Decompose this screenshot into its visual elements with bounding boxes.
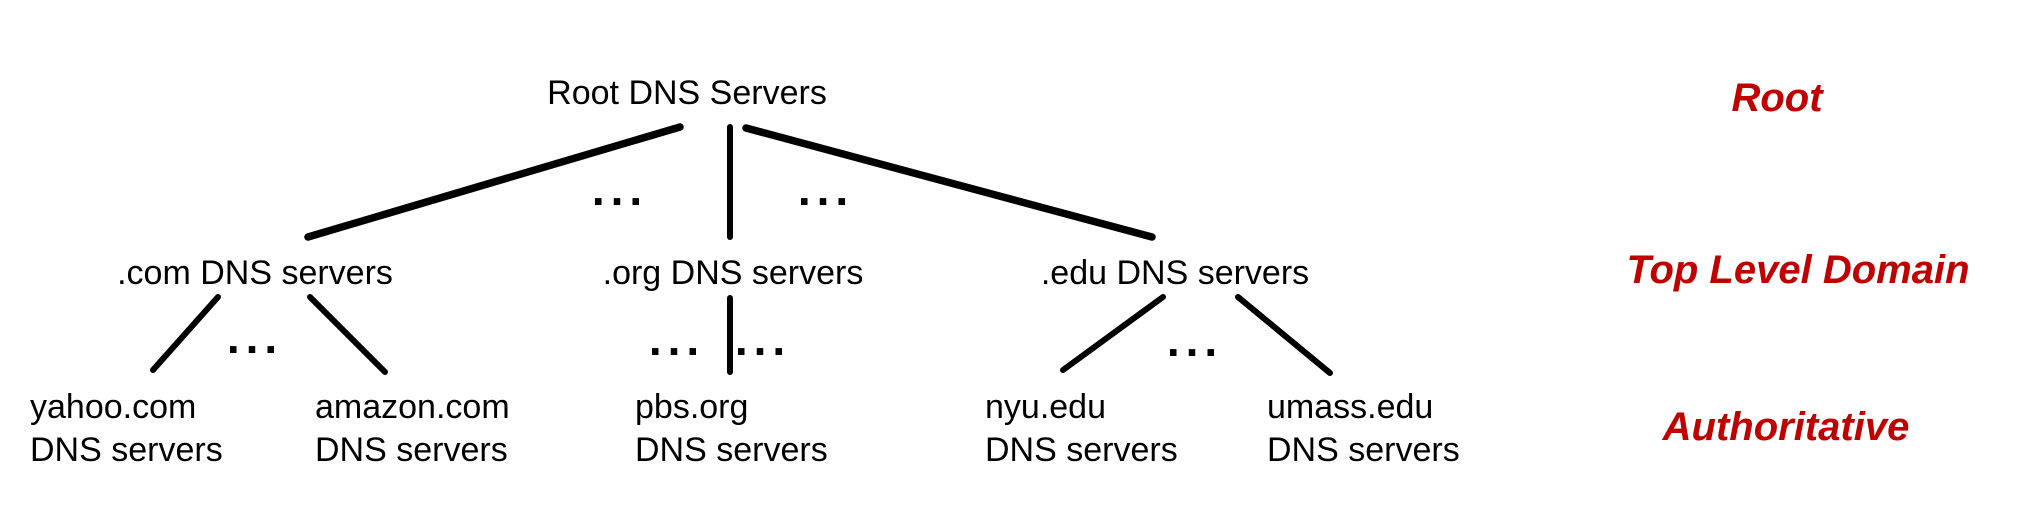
ellipsis-org-children-right: ... [734, 313, 792, 366]
node-tld-com: .com DNS servers [117, 254, 393, 292]
ellipsis-org-children-left: ... [648, 313, 706, 366]
node-auth-yahoo: yahoo.com DNS servers [30, 388, 223, 469]
ellipsis-edu-children: ... [1166, 314, 1224, 367]
node-tld-edu: .edu DNS servers [1040, 254, 1310, 292]
tier-label-authoritative: Authoritative [1662, 405, 1910, 449]
edge-com-to-yahoo [150, 294, 221, 373]
ellipsis-root-left: ... [591, 163, 649, 216]
node-auth-umass: umass.edu DNS servers [1267, 388, 1460, 469]
node-tld-org: .org DNS servers [602, 254, 864, 292]
edge-com-to-amazon [307, 294, 388, 375]
tier-label-top-level-domain: Top Level Domain [1626, 248, 1970, 292]
node-auth-nyu: nyu.edu DNS servers [985, 388, 1178, 469]
node-auth-pbs: pbs.org DNS servers [635, 388, 828, 469]
node-auth-amazon: amazon.com DNS servers [315, 388, 510, 469]
ellipsis-root-right: ... [797, 163, 855, 216]
ellipsis-com-children: ... [226, 311, 284, 364]
tier-label-root: Root [1731, 76, 1823, 120]
node-root-dns-servers: Root DNS Servers [547, 74, 827, 112]
edge-edu-to-nyu [1060, 294, 1166, 373]
edge-root-to-edu [742, 124, 1156, 241]
edge-edu-to-umass [1235, 294, 1333, 376]
edge-root-to-com [304, 123, 684, 241]
